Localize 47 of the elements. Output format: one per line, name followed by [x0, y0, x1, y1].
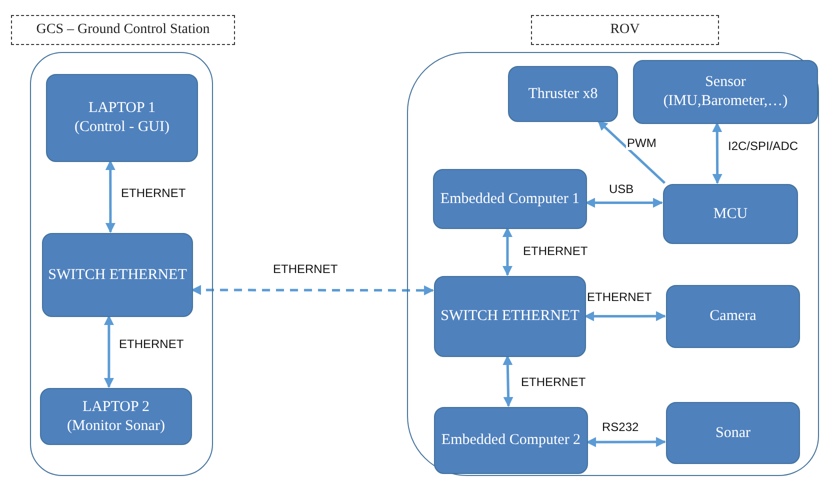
node-title: MCU [713, 204, 748, 224]
process-box [434, 276, 586, 357]
process-box [46, 74, 198, 162]
node-subtitle: (IMU,Barometer,…) [663, 92, 788, 111]
process-box [433, 169, 587, 229]
node-title: SWITCH ETHERNET [440, 307, 580, 326]
node-title: Sensor [705, 73, 746, 92]
edge-label: ETHERNET [118, 337, 185, 351]
node-subtitle: (Monitor Sonar) [67, 416, 165, 436]
arrow [585, 198, 663, 208]
node-title: LAPTOP 1 [88, 99, 156, 118]
process-box [633, 60, 818, 124]
arrow [191, 284, 434, 296]
node-title: Embedded Computer 2 [441, 431, 581, 450]
arrow [502, 355, 514, 407]
node-title: Thruster x8 [528, 84, 598, 104]
section-title: GCS – Ground Control Station [11, 15, 235, 45]
arrow [104, 315, 114, 388]
process-box [40, 388, 192, 445]
arrow [586, 436, 666, 448]
edge-label: USB [608, 182, 635, 196]
process-box [42, 233, 193, 317]
node-title: Camera [710, 307, 756, 326]
edge-label: I2C/SPI/ADC [727, 139, 800, 153]
edge-label: ETHERNET [522, 244, 589, 258]
process-box [663, 184, 798, 244]
process-box [666, 402, 800, 464]
process-box [434, 407, 588, 474]
edge-label: PWM [626, 136, 658, 150]
edge-label: ETHERNET [586, 290, 653, 304]
process-box [666, 285, 800, 348]
node-title: SWITCH ETHERNET [48, 266, 187, 284]
node-title: Embedded Computer 1 [440, 190, 580, 208]
node-title: Sonar [716, 424, 750, 442]
edge-label: ETHERNET [520, 375, 587, 389]
node-title: LAPTOP 2 [82, 398, 150, 416]
arrow [502, 227, 512, 276]
edge-label: ETHERNET [120, 186, 187, 200]
arrow [597, 120, 666, 184]
node-subtitle: (Control - GUI) [74, 118, 170, 137]
edge-label: RS232 [601, 420, 640, 434]
arrow [584, 311, 666, 322]
process-box [508, 66, 618, 122]
edge-label: ETHERNET [272, 262, 339, 276]
arrow [105, 160, 116, 233]
section-title: ROV [531, 15, 719, 45]
arrow [712, 122, 722, 184]
